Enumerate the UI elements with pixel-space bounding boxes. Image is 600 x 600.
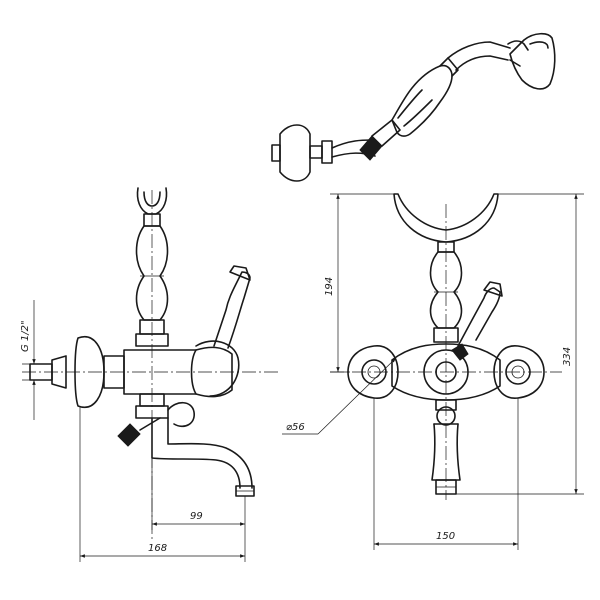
upper-height-label: 194	[324, 277, 335, 296]
thread-size-label: G 1/2"	[20, 320, 31, 352]
front-view: 194 334 150 ⌀56	[282, 193, 584, 550]
rosette-diameter-label: ⌀56	[286, 422, 305, 433]
side-view: G 1/2" 99 168	[20, 187, 278, 562]
total-width-label: 150	[436, 531, 455, 542]
total-height-label: 334	[562, 347, 573, 366]
hand-shower-assembly	[271, 32, 556, 182]
overall-depth-label: 168	[148, 543, 167, 554]
spout-reach-label: 99	[190, 511, 203, 522]
